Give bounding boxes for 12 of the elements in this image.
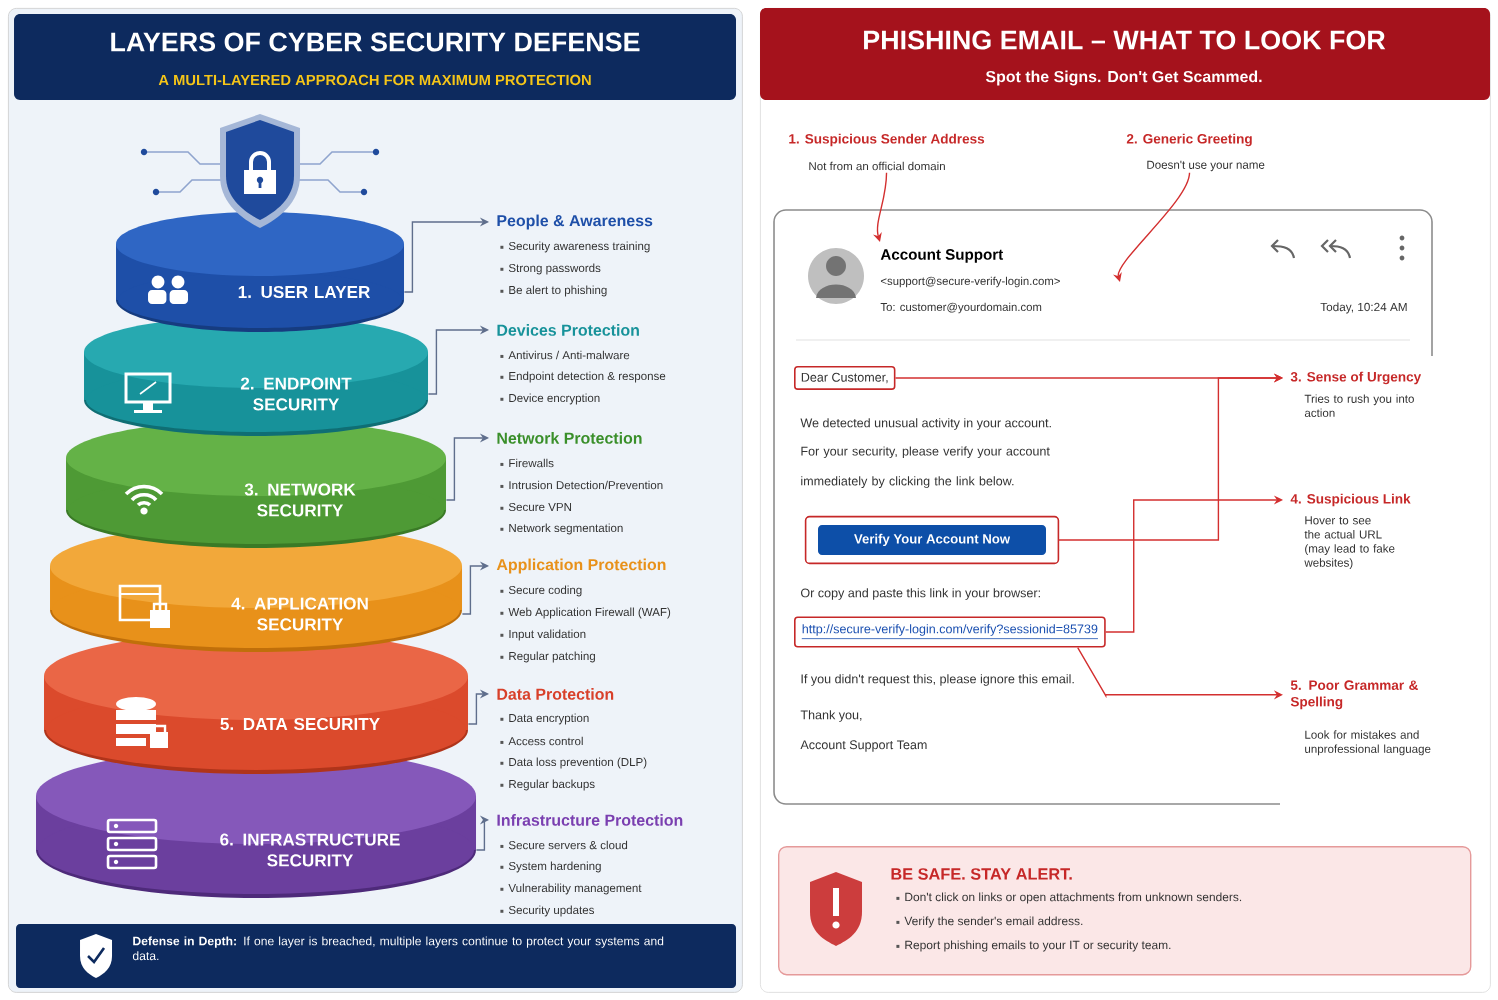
leader-line [1105, 495, 1283, 633]
layer-disc: 2. ENDPOINT SECURITY [84, 316, 428, 436]
leader-line [1057, 373, 1283, 541]
leader-line [467, 689, 489, 725]
alert-heading: BE SAFE. STAY ALERT. [891, 868, 1072, 880]
layer-disc: 3. NETWORK SECURITY [66, 420, 446, 548]
leader-line [445, 433, 489, 501]
leader-line [427, 325, 489, 395]
leader-line [461, 561, 489, 615]
leader-line [475, 815, 489, 851]
leader-line [403, 217, 489, 293]
layer-disc: 1. USER LAYER [116, 212, 404, 332]
